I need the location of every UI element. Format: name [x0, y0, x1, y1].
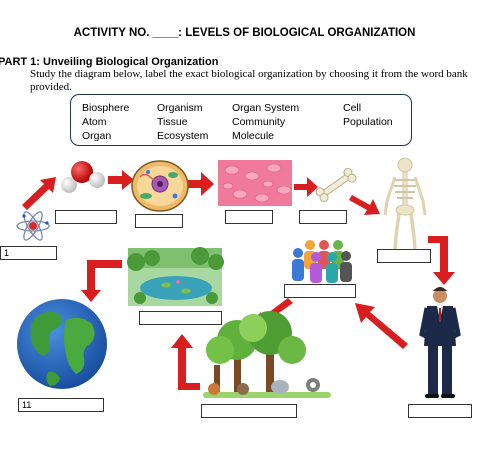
word-population: Population — [343, 116, 393, 128]
earth-globe-icon — [17, 299, 107, 389]
answer-box-community[interactable] — [201, 404, 297, 418]
answer-box-biosphere[interactable]: 11 — [18, 398, 104, 412]
people-group-icon — [292, 240, 352, 283]
word-ecosystem: Ecosystem — [157, 130, 209, 142]
word-organ-system: Organ System — [232, 102, 300, 114]
word-community: Community — [232, 116, 286, 128]
answer-box-tissue[interactable] — [225, 210, 273, 224]
word-organ: Organ — [82, 130, 112, 142]
word-cell: Cell — [343, 102, 362, 114]
answer-box-organism[interactable] — [408, 404, 472, 418]
skeleton-icon — [383, 157, 427, 251]
activity-title: ACTIVITY NO. ____: LEVELS OF BIOLOGICAL … — [73, 27, 416, 39]
answer-box-molecule[interactable] — [55, 210, 117, 224]
word-biosphere: Biosphere — [82, 102, 130, 114]
answer-box-population[interactable] — [284, 284, 356, 298]
atom-icon — [16, 211, 50, 241]
answer-box-organ[interactable] — [299, 210, 347, 224]
forest-animals-icon — [203, 311, 331, 398]
molecule-icon — [61, 161, 105, 193]
answer-box-cell[interactable] — [135, 214, 183, 228]
cell-icon — [131, 160, 189, 212]
instructions: Study the diagram below, label the exact… — [30, 68, 468, 93]
tissue-icon — [218, 160, 292, 206]
part-heading: PART 1: Unveiling Biological Organizatio… — [0, 56, 219, 68]
word-atom: Atom — [82, 116, 107, 128]
person-icon — [419, 287, 461, 398]
answer-box-organ-system[interactable] — [377, 249, 431, 263]
word-tissue: Tissue — [157, 116, 188, 128]
answer-box-ecosystem[interactable] — [139, 311, 222, 325]
word-molecule: Molecule — [232, 130, 275, 142]
pond-ecosystem-icon — [127, 247, 224, 306]
word-bank — [70, 94, 412, 146]
word-organism: Organism — [157, 102, 203, 114]
bone-icon — [315, 167, 357, 203]
answer-box-atom[interactable]: 1 — [0, 246, 57, 260]
